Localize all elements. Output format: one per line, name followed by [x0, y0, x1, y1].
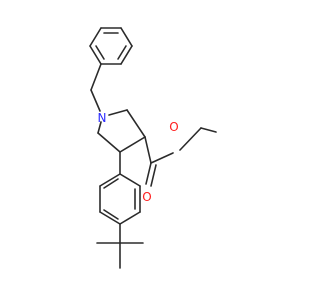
ethyl-ester-group	[144, 127, 217, 187]
tert-butyl-group	[96, 223, 144, 269]
chemical-structure-diagram: N O O	[89, 27, 217, 269]
benzyl-phenyl-ring	[89, 27, 133, 65]
pyrrolidine-ring	[97, 109, 146, 153]
tert-butylphenyl-ring	[99, 173, 141, 225]
ester-ether-oxygen-atom: O	[169, 120, 178, 134]
ester-carbonyl-oxygen-atom: O	[142, 190, 151, 204]
nitrogen-atom: N	[98, 111, 107, 125]
benzyl-methylene	[90, 63, 102, 112]
